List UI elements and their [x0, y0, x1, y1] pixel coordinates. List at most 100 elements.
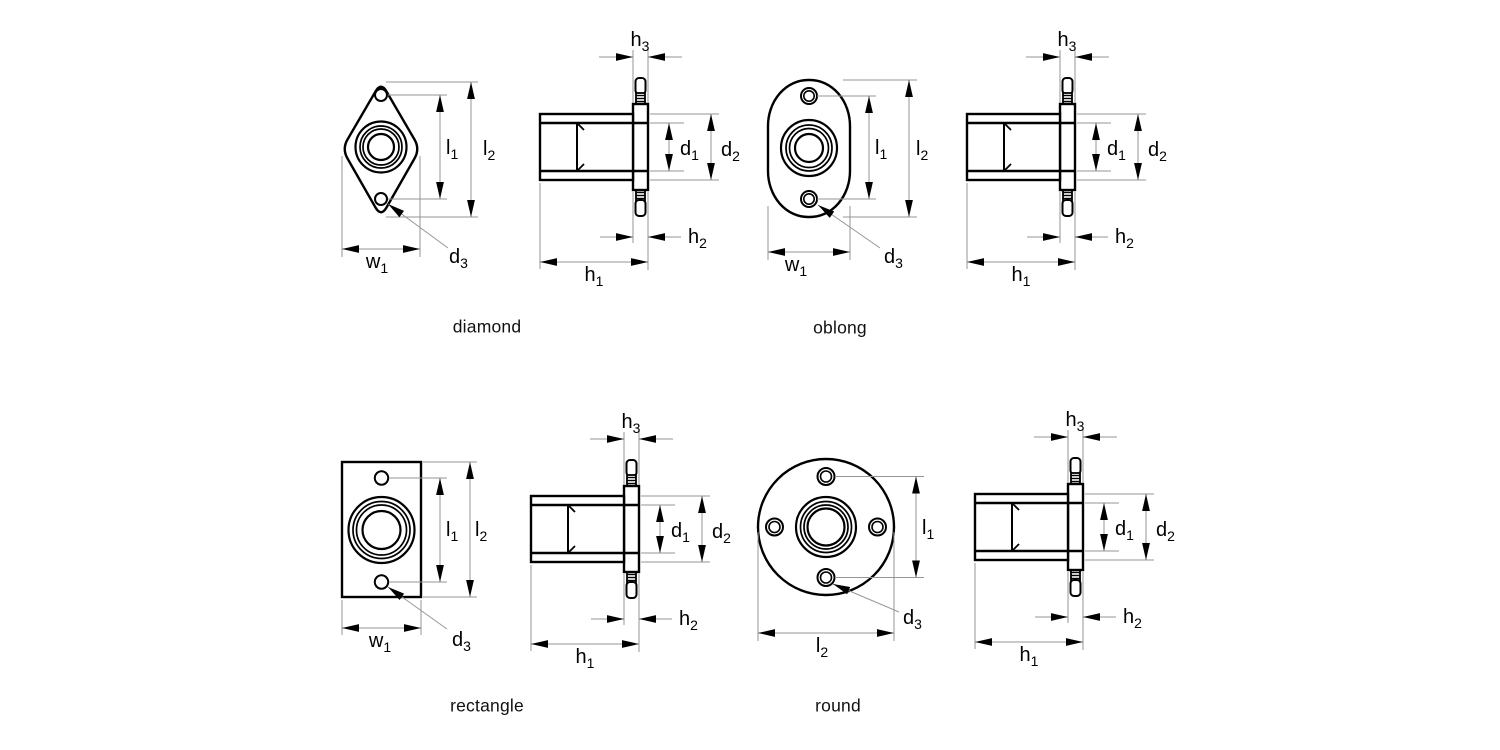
dim-label-h2: h2 — [679, 608, 698, 633]
center-boss — [779, 118, 839, 178]
dim-label-l2: l2 — [816, 635, 828, 660]
dim-label-d2: d2 — [721, 139, 740, 164]
diamond-flange-outline — [343, 85, 419, 214]
dim-label-h2: h2 — [1115, 226, 1134, 251]
dim-w1: w1 — [341, 156, 421, 276]
dim-d3: d3 — [387, 586, 471, 654]
dim-h2: h2 — [1035, 572, 1142, 650]
front-view-oblong: l1 l2 w1 d3 — [766, 78, 928, 279]
dim-h1: h1 — [530, 565, 639, 671]
dim-d3: d3 — [387, 203, 468, 271]
dim-h2: h2 — [1027, 192, 1134, 270]
flange-plate — [631, 102, 650, 192]
side-dimensions: h3 d1 d2 h2 h1 — [530, 411, 731, 671]
nut-body — [538, 112, 635, 182]
round-flange-outline — [756, 457, 896, 597]
stud-bottom — [1061, 189, 1074, 217]
dim-label-d2: d2 — [712, 521, 731, 546]
dim-h2: h2 — [600, 192, 707, 270]
dim-d2: d2 — [650, 113, 740, 181]
stud-top — [634, 77, 647, 105]
dim-label-h2: h2 — [688, 226, 707, 251]
dim-label-d2: d2 — [1156, 519, 1175, 544]
side-view-diamond: h3 d1 d2 h2 h1 — [538, 29, 740, 289]
side-dimensions: h3 d1 d2 h2 h1 — [966, 29, 1167, 289]
dim-l1: l1 — [817, 95, 887, 200]
stud-bottom — [1069, 569, 1082, 597]
dim-label-d1: d1 — [671, 520, 690, 545]
front-dimensions: l1 l2 w1 d3 — [341, 461, 487, 655]
side-view-round: h3 d1 d2 h2 h1 — [973, 409, 1175, 669]
dim-label-d3: d3 — [452, 629, 471, 654]
caption-diamond: diamond — [452, 316, 522, 337]
dim-h1: h1 — [539, 183, 648, 289]
nut-body — [529, 494, 626, 564]
nut-body — [965, 112, 1062, 182]
dim-label-d3: d3 — [884, 246, 903, 271]
dim-h3: h3 — [599, 29, 682, 103]
bore — [975, 501, 1083, 553]
caption-rectangle: rectangle — [450, 695, 524, 716]
dim-label-h1: h1 — [585, 264, 604, 289]
dim-d2: d2 — [641, 495, 731, 563]
dim-w1: w1 — [341, 600, 422, 655]
dim-label-l2: l2 — [475, 519, 487, 544]
dim-h3: h3 — [1026, 29, 1109, 103]
dim-l1: l1 — [388, 94, 458, 200]
dim-d3: d3 — [817, 204, 903, 271]
front-view-rectangle: l1 l2 w1 d3 — [340, 460, 487, 655]
dim-l2: l2 — [423, 461, 487, 598]
side-view-oblong: h3 d1 d2 h2 h1 — [965, 29, 1167, 289]
bore — [967, 121, 1075, 173]
dim-l2: l2 — [757, 532, 895, 660]
dim-label-w1: w1 — [365, 251, 388, 276]
flange-plate — [622, 484, 641, 574]
dim-label-h2: h2 — [1123, 606, 1142, 631]
caption-oblong: oblong — [813, 317, 867, 338]
dim-label-h1: h1 — [1012, 264, 1031, 289]
dim-label-d3: d3 — [449, 246, 468, 271]
dim-d1: d1 — [1077, 122, 1126, 172]
dim-h2: h2 — [591, 574, 698, 652]
dim-label-d1: d1 — [1115, 518, 1134, 543]
dim-w1: w1 — [767, 206, 851, 279]
dim-h1: h1 — [966, 183, 1075, 289]
dim-label-h1: h1 — [1020, 644, 1039, 669]
dim-label-l2: l2 — [916, 138, 928, 163]
center-boss — [794, 495, 858, 559]
side-view-rectangle: h3 d1 d2 h2 h1 — [529, 411, 731, 671]
dim-label-w1: w1 — [368, 630, 391, 655]
dim-label-d2: d2 — [1148, 139, 1167, 164]
dim-d1: d1 — [650, 122, 699, 172]
center-boss — [354, 120, 408, 174]
bolt-holes — [765, 467, 887, 587]
dim-d1: d1 — [641, 504, 690, 554]
dim-label-d1: d1 — [680, 138, 699, 163]
stud-bottom — [625, 571, 638, 599]
dim-label-l1: l1 — [446, 519, 458, 544]
dim-h3: h3 — [590, 411, 673, 485]
dim-label-w1: w1 — [784, 254, 807, 279]
flange-plate — [1058, 102, 1077, 192]
dim-l1: l1 — [835, 476, 934, 578]
dim-d1: d1 — [1085, 502, 1134, 552]
dim-label-h3: h3 — [622, 411, 641, 436]
dim-label-h3: h3 — [1066, 409, 1085, 434]
dim-h1: h1 — [974, 563, 1083, 669]
bolt-holes — [374, 88, 388, 206]
flange-plate — [1066, 482, 1085, 572]
bore — [531, 503, 639, 555]
side-dimensions: h3 d1 d2 h2 h1 — [539, 29, 740, 289]
nut-body — [973, 492, 1070, 562]
dim-label-l1: l1 — [922, 517, 934, 542]
dim-l2: l2 — [386, 81, 495, 218]
center-boss — [347, 495, 416, 565]
front-dimensions: l1 l2 w1 d3 — [767, 79, 928, 279]
caption-round: round — [815, 695, 861, 716]
stud-top — [1061, 77, 1074, 105]
